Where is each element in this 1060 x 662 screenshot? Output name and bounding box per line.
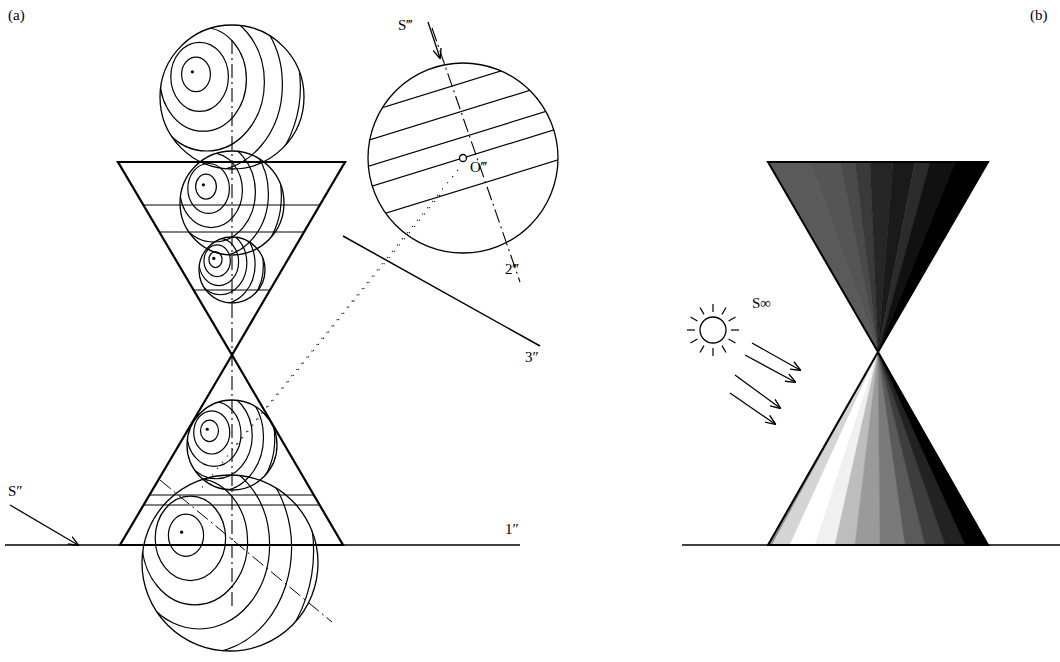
light-arrow [428,22,440,58]
label: S″ [8,484,23,499]
light-arrow [752,343,800,370]
sphere [153,355,297,528]
isophote-line [324,55,553,126]
label: (b) [1030,8,1048,23]
light-arrow [735,375,780,408]
isophote-line [333,80,562,151]
axis-line [432,28,520,282]
shaded-cone-strip [810,162,878,352]
label: O‴ [470,160,487,175]
isophote-line [348,123,577,194]
axis-line [160,480,332,622]
sphere [141,100,307,300]
light-arrow [745,355,795,382]
light-arrow [730,393,775,424]
label: S‴ [398,18,413,33]
axis-line [231,40,232,610]
sphere [174,204,280,331]
parallel-line [144,205,320,206]
projector-line [232,170,458,450]
light-arrow [10,505,78,545]
isophote-line [342,104,571,175]
label: 1″ [505,522,519,537]
label: S∞ [752,296,771,311]
projector-line [200,195,440,490]
label: 2‴ [505,262,519,277]
label: (a) [8,8,25,23]
label: 3″ [525,350,539,365]
shaded-cone-strip [855,352,880,545]
sphere [76,388,358,662]
sun-symbol [687,304,739,356]
double-cone [768,162,988,545]
isophote-line [359,151,588,222]
center-point [460,155,467,162]
sphere [106,0,336,230]
plane-line [343,236,540,346]
